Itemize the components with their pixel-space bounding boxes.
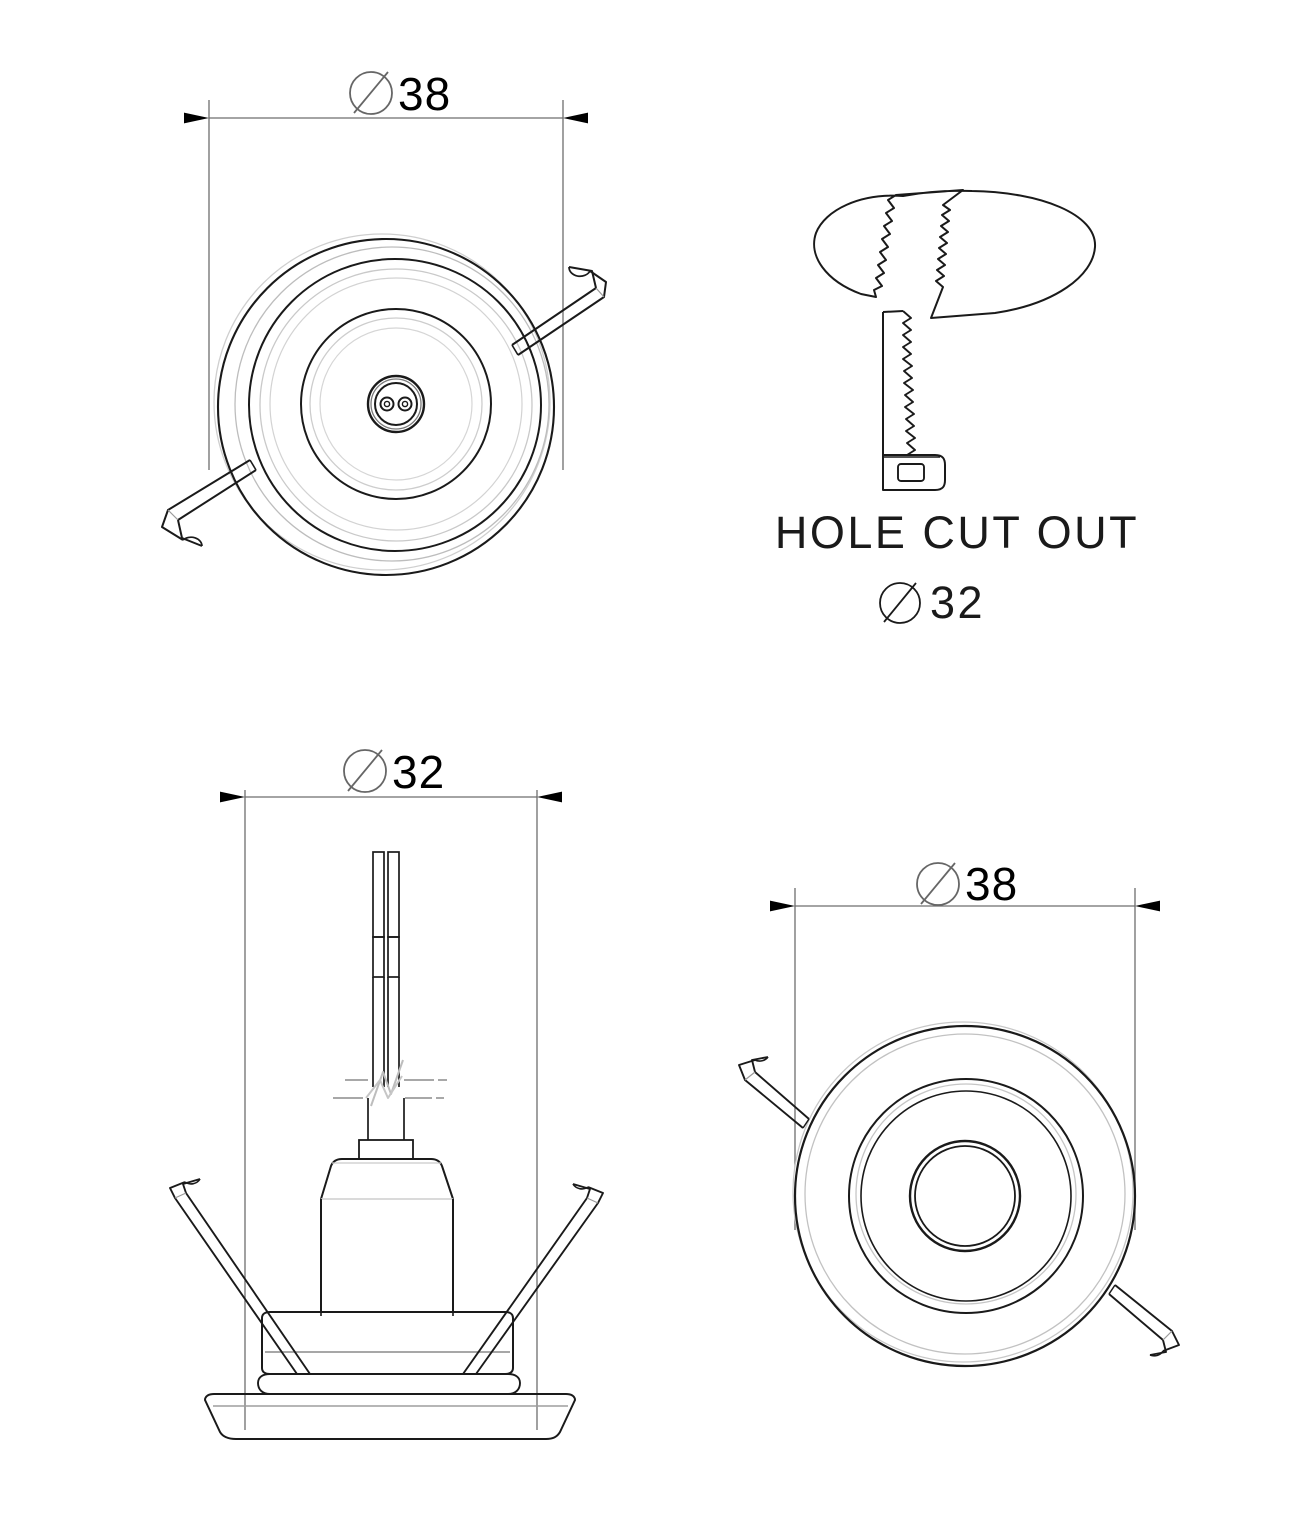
reflector-outer (300, 308, 492, 500)
spring-clip-icon (462, 1183, 604, 1375)
aperture-outer (908, 1139, 1022, 1253)
gasket-ring (257, 1373, 521, 1395)
top-view-dimension-value: 38 (398, 68, 451, 120)
top-view-body (213, 233, 556, 577)
reflector-ring-outer (848, 1078, 1084, 1314)
flange-inner-highlight (234, 246, 550, 562)
hole-cut-out-caption: HOLE CUT OUT (775, 507, 1139, 558)
trim-ring-1 (804, 1033, 1126, 1355)
ceiling-ellipse-icon (813, 189, 1097, 319)
reflector-ring-inner (860, 1090, 1072, 1302)
diameter-symbol-icon (916, 862, 960, 906)
bottom-view-dimension: 38 (770, 858, 1160, 1230)
connector-pin-left (379, 396, 395, 412)
reflector-inner (319, 327, 473, 481)
hole-cut-out-group: HOLE CUT OUT 32 (775, 189, 1139, 628)
top-view-dimension: 38 (184, 68, 588, 470)
spring-clip-icon (1108, 1284, 1180, 1357)
top-view-group: 38 (161, 68, 607, 577)
bezel-ring-mid (259, 268, 533, 542)
hole-cut-out-diameter-value: 32 (930, 577, 985, 628)
two-pin-connector-icon (366, 374, 426, 434)
aperture-inner (914, 1145, 1016, 1247)
section-view-dimension-value: 32 (392, 746, 445, 798)
diameter-symbol-icon (349, 71, 393, 115)
bottom-lens-plate (204, 1393, 576, 1440)
diameter-symbol-icon (879, 582, 921, 624)
hand-saw-icon (882, 310, 946, 491)
bottom-view-group: 38 (738, 858, 1180, 1368)
spring-clip-icon (169, 1178, 311, 1375)
trim-outer-highlight (792, 1021, 1134, 1363)
bezel-ring-inner (269, 277, 523, 531)
break-line-symbol-icon (333, 1059, 447, 1107)
connector-pin-right (397, 396, 413, 412)
bottom-view-dimension-value: 38 (965, 858, 1018, 910)
flange-outer-edge (216, 237, 556, 577)
trim-flange (204, 1311, 576, 1440)
spring-clip-icon (738, 1056, 810, 1129)
cable-gland (358, 1139, 414, 1160)
reflector-mid (309, 317, 483, 491)
cable-stub (358, 1098, 414, 1160)
saw-handle-grip (897, 463, 925, 482)
spring-clip-icon (161, 459, 257, 547)
reflector-ring-mid (855, 1083, 1077, 1305)
bottom-view-body (792, 1021, 1137, 1368)
bezel-ring-outer (248, 258, 542, 552)
wire-icon (372, 851, 400, 1087)
housing-body (320, 1158, 454, 1312)
trim-outer-edge (793, 1024, 1137, 1368)
section-view-dimension: 32 (220, 746, 562, 1430)
side-section-view-group: 32 (169, 746, 604, 1440)
diameter-symbol-icon (343, 749, 387, 793)
spring-clip-icon (511, 266, 607, 356)
